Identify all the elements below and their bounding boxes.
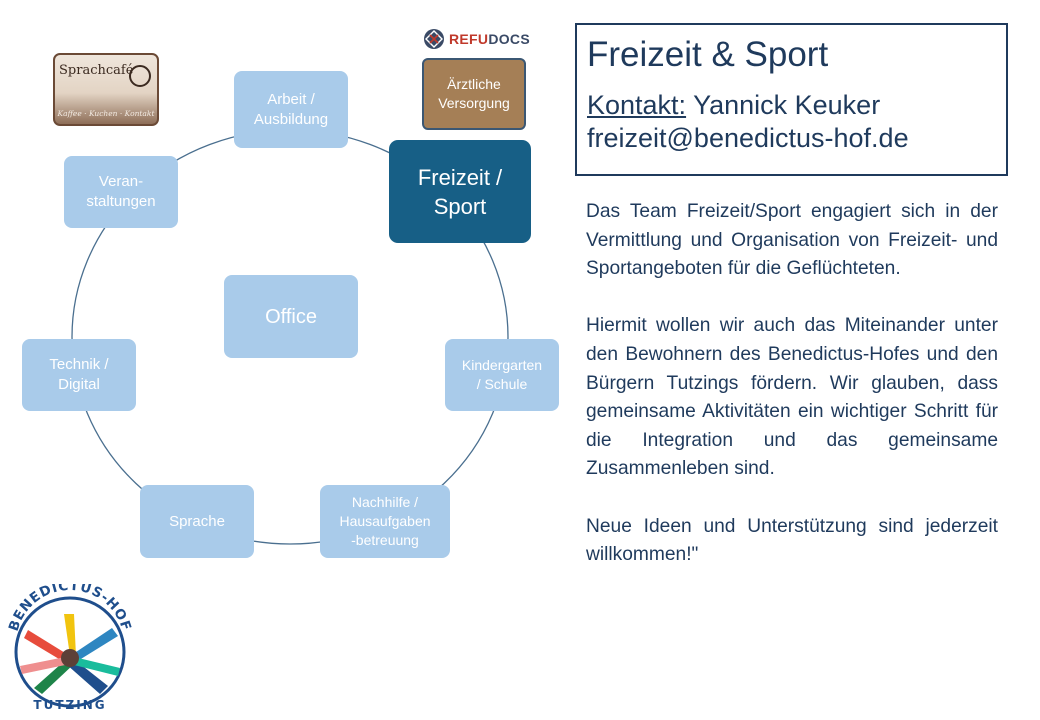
contact-email[interactable]: freizeit@benedictus-hof.de	[587, 123, 909, 153]
node-office[interactable]: Office	[224, 275, 358, 358]
sprachcafe-tagline: Kaffee · Kuchen · Kontakt	[57, 109, 155, 118]
benedictus-hof-logo: BENEDICTUS-HOF TUTZING	[6, 584, 134, 712]
title-box: Freizeit & Sport Kontakt: Yannick Keuker…	[575, 23, 1008, 176]
refudocs-logo: REFUDOCS	[423, 26, 530, 52]
page-title: Freizeit & Sport	[587, 35, 829, 74]
node-freizeit-sport[interactable]: Freizeit / Sport	[389, 140, 531, 243]
node-veranstaltungen[interactable]: Veran- staltungen	[64, 156, 178, 228]
description-paragraph-3: Neue Ideen und Unterstützung sind jederz…	[586, 515, 998, 566]
refudocs-brand-a: REFU	[449, 31, 489, 47]
node-nachhilfe[interactable]: Nachhilfe / Hausaufgaben -betreuung	[320, 485, 450, 558]
contact-label: Kontakt:	[587, 90, 687, 120]
description-paragraph-1: Das Team Freizeit/Sport engagiert sich i…	[586, 201, 998, 280]
node-aerztliche-versorgung[interactable]: Ärztliche Versorgung	[422, 58, 526, 130]
sprachcafe-logo: Sprachcafé Kaffee · Kuchen · Kontakt	[53, 53, 159, 126]
globe-icon	[424, 29, 444, 49]
hands-icon	[20, 614, 120, 694]
benedictus-bottom-text: TUTZING	[33, 698, 106, 712]
node-sprache[interactable]: Sprache	[140, 485, 254, 558]
contact-name: Yannick Keuker	[693, 90, 881, 120]
sprachcafe-name: Sprachcafé	[59, 63, 134, 78]
refudocs-brand-b: DOCS	[488, 31, 530, 47]
refudocs-wordmark: REFUDOCS	[449, 31, 530, 47]
coffee-cup-icon	[129, 65, 151, 87]
node-kindergarten-schule[interactable]: Kindergarten / Schule	[445, 339, 559, 411]
description: Das Team Freizeit/Sport engagiert sich i…	[586, 198, 998, 598]
contact-line: Kontakt: Yannick Keuker	[587, 89, 996, 122]
description-paragraph-2: Hiermit wollen wir auch das Miteinander …	[586, 315, 998, 480]
node-arbeit-ausbildung[interactable]: Arbeit / Ausbildung	[234, 71, 348, 148]
node-technik-digital[interactable]: Technik / Digital	[22, 339, 136, 411]
